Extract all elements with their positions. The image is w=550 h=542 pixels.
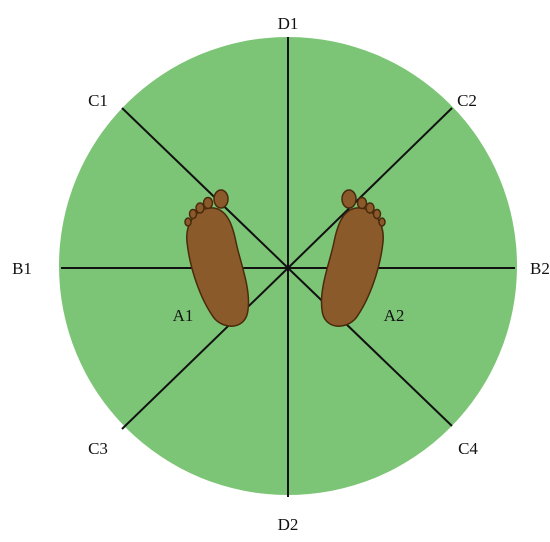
line-c3-center [121, 267, 289, 430]
line-c4-center [287, 267, 453, 427]
line-c2-center [287, 107, 453, 269]
radial-lines [61, 37, 515, 497]
label-a2: A2 [384, 306, 405, 325]
label-c3: C3 [88, 439, 108, 458]
label-c4: C4 [458, 439, 478, 458]
right-foot-icon [320, 189, 386, 327]
left-foot-icon [184, 189, 250, 327]
label-c2: C2 [457, 91, 477, 110]
label-b2: B2 [530, 259, 550, 278]
label-c1: C1 [88, 91, 108, 110]
label-d1: D1 [278, 14, 299, 33]
label-b1: B1 [12, 259, 32, 278]
label-d2: D2 [278, 515, 299, 534]
label-a1: A1 [173, 306, 194, 325]
line-c1-center [121, 107, 289, 269]
